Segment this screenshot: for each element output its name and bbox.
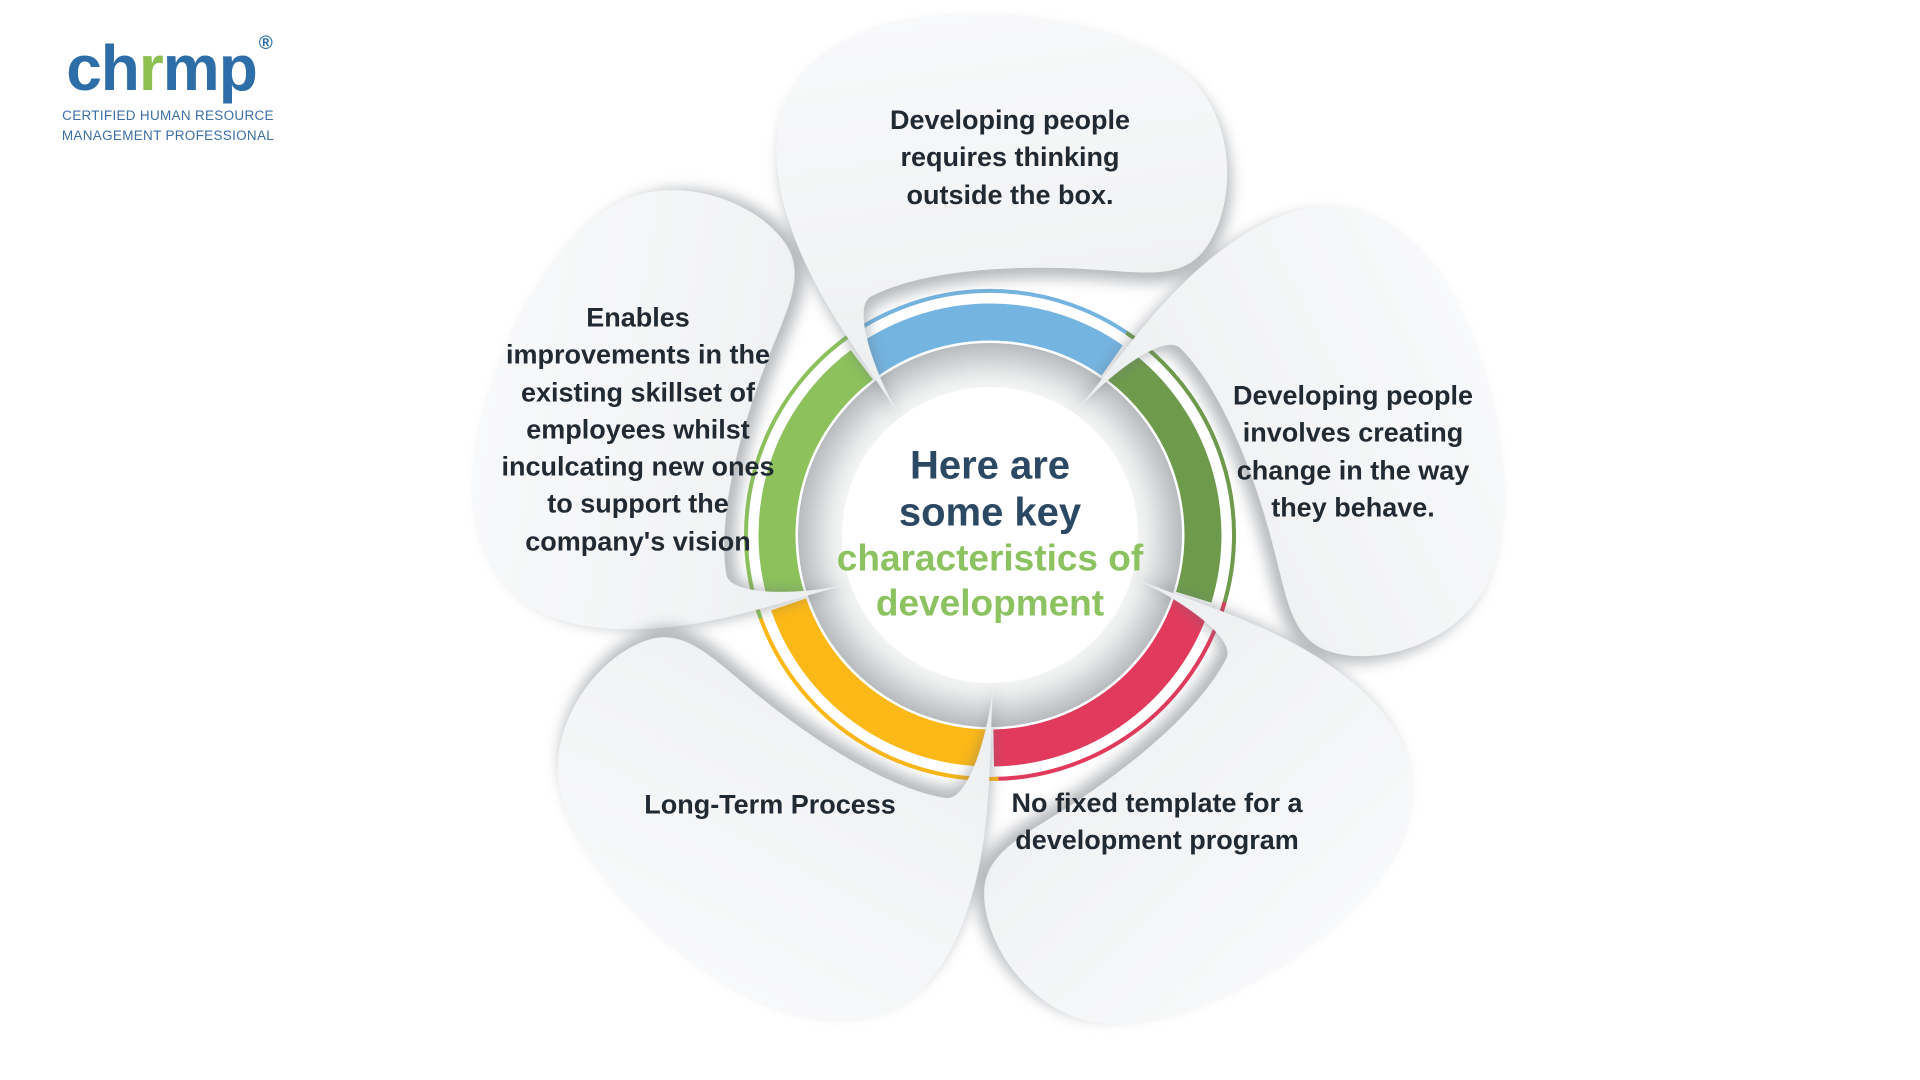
arc-bottom-left-yellow: [771, 598, 987, 767]
logo-tagline-line2: MANAGEMENT PROFESSIONAL: [61, 128, 275, 144]
logo-part-r: r: [138, 32, 164, 104]
logo-part-ch: ch: [66, 32, 140, 104]
center-hub: [842, 387, 1138, 683]
thinline-bottom-right-red: [981, 601, 1227, 782]
label-bottom-right-petal: No fixed template for a development prog…: [1011, 787, 1303, 855]
label-top-petal: Developing people requires thinking outs…: [889, 105, 1131, 210]
center-title-line1: Here are: [909, 443, 1071, 488]
center-subtitle-line2: development: [875, 582, 1105, 624]
arc-right-dark-green: [1106, 350, 1222, 603]
thinline-right-dark-green: [1125, 331, 1236, 620]
thinline-bottom-left-yellow: [753, 601, 999, 782]
label-left-petal: Enables improvements in the existing ski…: [501, 302, 775, 557]
label-right-petal: Developing people involves creating chan…: [1232, 380, 1474, 523]
center-subtitle-line1: characteristics of: [836, 537, 1144, 579]
label-bottom-left-petal: Long-Term Process: [644, 789, 896, 820]
chrmp-logo: chrmp® CERTIFIED HUMAN RESOURCE MANAGEME…: [38, 33, 298, 147]
logo-tagline: CERTIFIED HUMAN RESOURCE MANAGEMENT PROF…: [38, 106, 298, 147]
thinline-left-light-green: [744, 331, 855, 620]
logo-part-mp: mp: [162, 32, 258, 104]
arc-bottom-right-red: [993, 598, 1209, 767]
registered-trademark-icon: ®: [258, 33, 273, 54]
thinline-top-blue: [838, 288, 1142, 345]
logo-wordmark: chrmp®: [66, 33, 273, 100]
center-title-block: Here are some key characteristics of dev…: [800, 442, 1180, 625]
arc-top-blue: [857, 303, 1123, 376]
arc-left-light-green: [758, 350, 874, 603]
center-title-line2: some key: [898, 490, 1082, 535]
logo-tagline-line1: CERTIFIED HUMAN RESOURCE: [62, 108, 274, 123]
